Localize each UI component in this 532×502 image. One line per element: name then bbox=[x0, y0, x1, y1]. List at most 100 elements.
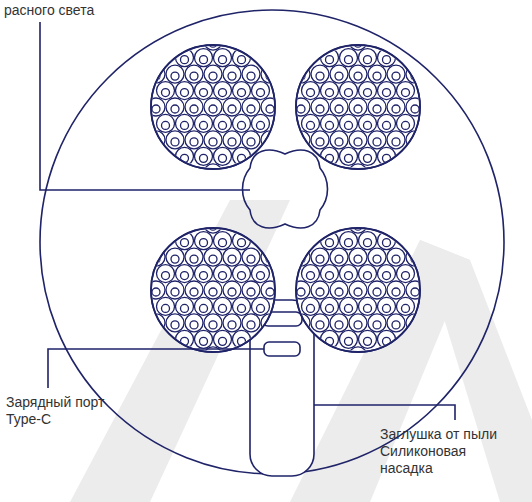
led bbox=[147, 65, 165, 83]
led-core bbox=[373, 105, 381, 113]
led-core bbox=[200, 89, 208, 97]
led bbox=[214, 82, 232, 100]
led bbox=[261, 131, 279, 149]
led-core bbox=[190, 288, 198, 296]
led-core bbox=[364, 337, 372, 345]
led bbox=[176, 82, 194, 100]
led-core bbox=[373, 321, 381, 329]
led bbox=[185, 65, 203, 83]
led bbox=[302, 297, 320, 315]
led bbox=[185, 314, 203, 332]
led-core bbox=[307, 304, 315, 312]
led bbox=[406, 314, 424, 332]
led-core bbox=[257, 272, 265, 280]
led bbox=[147, 248, 165, 266]
plug-label: Заглушка от пыли Силиконовая насадка bbox=[380, 426, 515, 477]
led-core bbox=[354, 39, 362, 47]
led bbox=[214, 147, 232, 165]
led bbox=[204, 248, 222, 266]
led-core bbox=[326, 89, 334, 97]
led bbox=[166, 314, 184, 332]
led bbox=[195, 232, 213, 250]
led-core bbox=[383, 56, 391, 64]
led bbox=[406, 98, 424, 116]
led-core bbox=[335, 321, 343, 329]
led bbox=[261, 98, 279, 116]
led-core bbox=[238, 89, 246, 97]
led-core bbox=[209, 321, 217, 329]
led-core bbox=[411, 105, 419, 113]
led-core bbox=[316, 321, 324, 329]
led bbox=[176, 265, 194, 283]
led bbox=[321, 297, 339, 315]
led bbox=[311, 65, 329, 83]
led-core bbox=[383, 239, 391, 247]
led-core bbox=[171, 288, 179, 296]
led bbox=[166, 131, 184, 149]
led-core bbox=[209, 255, 217, 263]
led-core bbox=[257, 89, 265, 97]
led bbox=[147, 131, 165, 149]
led-core bbox=[200, 272, 208, 280]
led-core bbox=[181, 56, 189, 64]
led-core bbox=[354, 72, 362, 80]
led bbox=[204, 98, 222, 116]
led-core bbox=[190, 255, 198, 263]
led-core bbox=[171, 321, 179, 329]
led-core bbox=[209, 72, 217, 80]
led-core bbox=[171, 138, 179, 146]
led-core bbox=[171, 72, 179, 80]
led-core bbox=[345, 121, 353, 129]
led-core bbox=[402, 121, 410, 129]
led bbox=[397, 114, 415, 132]
led bbox=[204, 32, 222, 50]
led bbox=[223, 65, 241, 83]
led bbox=[378, 114, 396, 132]
led bbox=[387, 98, 405, 116]
led bbox=[242, 65, 260, 83]
led bbox=[204, 281, 222, 299]
led-core bbox=[209, 222, 217, 230]
led bbox=[340, 147, 358, 165]
led-core bbox=[200, 304, 208, 312]
led bbox=[349, 215, 367, 233]
led-core bbox=[392, 138, 400, 146]
led-core bbox=[354, 222, 362, 230]
led bbox=[340, 82, 358, 100]
led-core bbox=[345, 337, 353, 345]
led bbox=[311, 131, 329, 149]
led-core bbox=[238, 56, 246, 64]
led bbox=[214, 114, 232, 132]
led-core bbox=[383, 89, 391, 97]
led-core bbox=[238, 239, 246, 247]
led bbox=[330, 314, 348, 332]
led bbox=[214, 232, 232, 250]
led bbox=[321, 114, 339, 132]
watermark-band bbox=[420, 240, 532, 502]
led-core bbox=[316, 105, 324, 113]
led bbox=[359, 330, 377, 348]
led bbox=[166, 98, 184, 116]
led-core bbox=[200, 337, 208, 345]
led-core bbox=[181, 121, 189, 129]
led bbox=[397, 297, 415, 315]
led-core bbox=[402, 272, 410, 280]
led-core bbox=[364, 89, 372, 97]
led-core bbox=[162, 304, 170, 312]
led bbox=[185, 281, 203, 299]
led-core bbox=[219, 154, 227, 162]
led-core bbox=[392, 105, 400, 113]
led bbox=[302, 265, 320, 283]
led bbox=[349, 314, 367, 332]
led bbox=[368, 98, 386, 116]
led-core bbox=[171, 105, 179, 113]
led bbox=[368, 65, 386, 83]
led-core bbox=[209, 288, 217, 296]
led bbox=[406, 65, 424, 83]
led bbox=[387, 314, 405, 332]
led bbox=[185, 98, 203, 116]
led-core bbox=[181, 89, 189, 97]
led bbox=[195, 147, 213, 165]
led-core bbox=[373, 255, 381, 263]
